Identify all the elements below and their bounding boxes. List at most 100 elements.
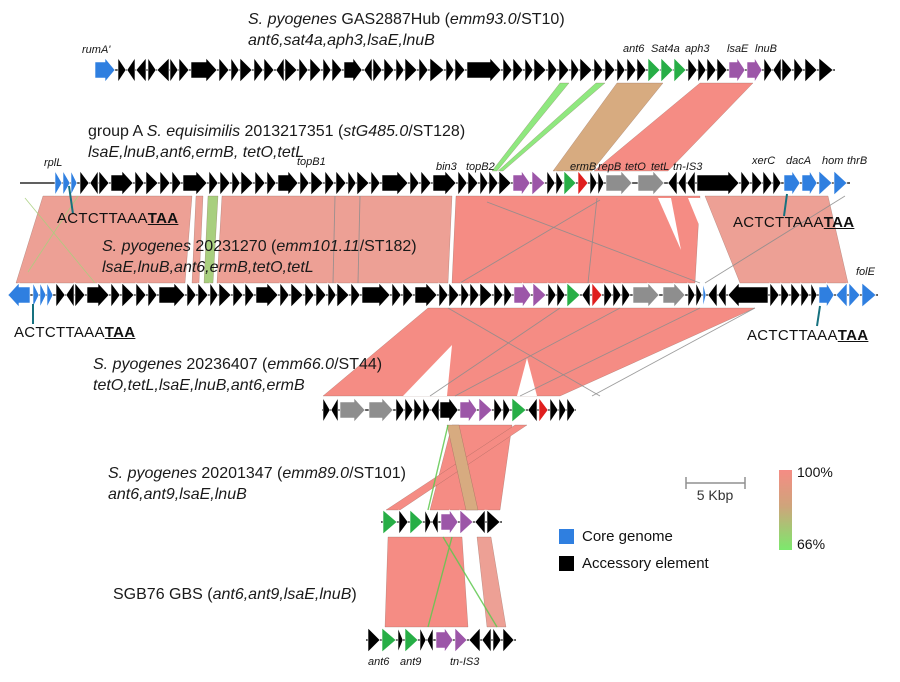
synteny-ribbon (203, 195, 219, 284)
motif-prefix: ACTCTTAAA (733, 214, 824, 231)
gene-arrow-acc (438, 282, 449, 308)
gene-arrow-acc (244, 282, 255, 308)
gene-arrow-acc (230, 57, 240, 83)
gene-arrow-acc (474, 509, 486, 535)
gene-arrow-acc (579, 57, 593, 83)
gene-arrow-acc (479, 282, 493, 308)
gene-arrow-acc (460, 282, 470, 308)
gene-arrow-acc (219, 170, 231, 196)
gene-arrow-red (538, 397, 549, 423)
gene-label: lnuB (755, 43, 778, 55)
gene-arrow-acc (616, 57, 626, 83)
gene-arrow-acc (315, 282, 327, 308)
gene-arrow-acc (422, 396, 431, 424)
gene-arrow-core (46, 282, 54, 308)
gene-arrow-core (848, 282, 861, 308)
gene-label: folE (856, 266, 875, 278)
gene-arrow-acc (350, 282, 361, 308)
gene-arrow-acc (424, 509, 432, 535)
gene-arrow-acc (55, 282, 66, 308)
motif-pointer (68, 185, 74, 215)
gene-arrow-acc (402, 282, 414, 308)
gene-label: Sat4a (651, 43, 680, 55)
gene-arrow-acc (556, 282, 566, 308)
gene-arrow-acc (772, 57, 782, 83)
gene-arrow-acc (331, 57, 343, 83)
gene-arrow-acc (566, 397, 576, 423)
gene-arrow-acc (159, 170, 171, 196)
strain-name: S. pyogenes 20231270 (emm101.11/ST182) (102, 238, 417, 255)
gene-arrow-grn (563, 170, 577, 196)
gene-arrow-acc (372, 57, 383, 83)
gene-arrow-grn (566, 282, 581, 308)
gene-arrow-acc (147, 282, 158, 308)
motif-pointer (783, 193, 788, 217)
gene-label: thrB (847, 155, 868, 167)
gene-arrow-core (833, 170, 848, 196)
motif-prefix: ACTCTTAAA (14, 324, 105, 341)
gene-arrow-acc (549, 397, 559, 423)
motif-stop-codon: TAA (823, 214, 855, 231)
gene-arrow-grn (647, 57, 661, 83)
strain-title-20236407: S. pyogenes 20236407 (emm66.0/ST44) tetO… (93, 354, 382, 396)
gene-arrow-acc (769, 282, 780, 308)
homology-line (447, 307, 601, 397)
gene-arrow-acc (121, 282, 135, 308)
gene-arrow-acc (322, 396, 331, 424)
gene-arrow-acc (762, 170, 773, 196)
gene-arrow-acc (503, 282, 513, 308)
gene-arrow-acc (547, 57, 558, 83)
ribbon-gap (658, 198, 681, 250)
gene-arrow-pur (435, 627, 454, 653)
gene-arrow-acc (284, 57, 298, 83)
gene-arrow-pur (531, 170, 546, 196)
gene-label: bin3 (436, 161, 457, 173)
synteny-ribbon (322, 307, 756, 397)
homology-line (429, 307, 561, 397)
gene-arrow-acc (209, 282, 219, 308)
gene-arrow-acc (299, 170, 310, 196)
gene-arrow-acc (420, 170, 432, 196)
strain-title-sgb76: SGB76 GBS (ant6,ant9,lsaE,lnuB) (113, 584, 357, 605)
gene-arrow-acc (169, 57, 179, 83)
legend-core-label: Core genome (582, 528, 673, 545)
gene-arrow-acc (134, 170, 145, 196)
gene-arrow-gry (368, 397, 394, 423)
gene-arrow-acc (426, 627, 434, 653)
gene-arrow-acc (239, 57, 253, 83)
gene-arrow-acc (254, 170, 266, 196)
gene-arrow-acc (404, 57, 418, 83)
gene-arrow-acc (502, 57, 513, 83)
gene-arrow-acc (65, 282, 75, 308)
homology-line (27, 195, 79, 273)
gene-arrow-acc (126, 57, 136, 83)
gene-arrow-acc (604, 57, 616, 83)
gene-arrow-acc (110, 170, 134, 196)
motif-stop-codon: TAA (147, 210, 179, 227)
gene-arrow-acc (370, 170, 381, 196)
gene-arrow-acc (626, 57, 637, 83)
ribbon-gap (403, 345, 452, 396)
gene-arrow-acc (218, 282, 232, 308)
gene-arrow-acc (570, 57, 580, 83)
gene-label: tn-IS3 (450, 656, 480, 668)
gene-arrow-acc (445, 57, 455, 83)
gene-label: dacA (786, 155, 812, 167)
gene-arrow-acc (763, 57, 773, 83)
gene-arrow-acc (781, 57, 793, 83)
gene-arrow-acc (621, 282, 631, 308)
scalebar-label: 5 Kbp (696, 487, 734, 503)
gene-arrow-acc (612, 282, 622, 308)
gene-arrow-acc (117, 57, 127, 83)
gene-arrow-acc (486, 509, 501, 535)
gene-arrow-acc (208, 170, 219, 196)
sequence-motif: ACTCTTAAATAA (14, 324, 135, 341)
gene-arrow-core (62, 169, 71, 197)
identity-100-label: 100% (797, 464, 833, 480)
gene-arrow-acc (145, 170, 159, 196)
gene-arrow-acc (197, 282, 209, 308)
gene-arrow-acc (178, 57, 190, 83)
gene-arrow-acc (677, 170, 687, 196)
gene-arrow-acc (158, 282, 186, 308)
gene-arrow-acc (603, 282, 613, 308)
